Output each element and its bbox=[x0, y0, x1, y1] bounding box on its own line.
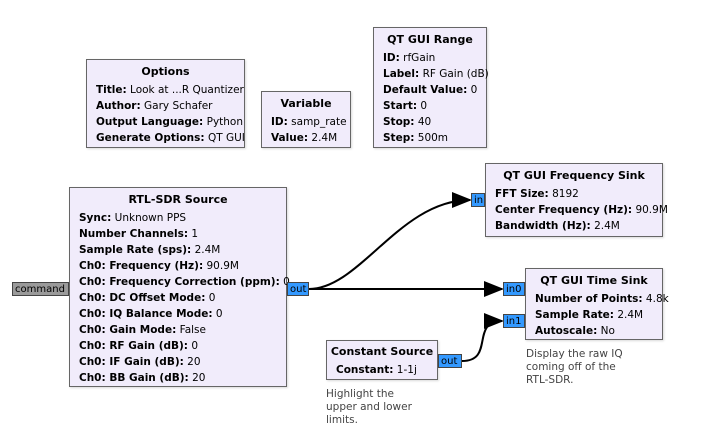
constant-comment: Highlight the upper and lower limits. bbox=[326, 388, 412, 426]
param-row: Generate Options: QT GUI bbox=[96, 132, 245, 144]
freq-sink-params: FFT Size: 8192 Center Frequency (Hz): 90… bbox=[486, 186, 668, 234]
param-row: Ch0: BB Gain (dB): 20 bbox=[79, 372, 206, 384]
param-row: Ch0: Gain Mode: False bbox=[79, 324, 206, 336]
param-row: Sample Rate (sps): 2.4M bbox=[79, 244, 221, 256]
options-block-title: Options bbox=[141, 65, 190, 78]
rtl-block-title: RTL-SDR Source bbox=[128, 193, 228, 206]
param-row: Sample Rate: 2.4M bbox=[535, 309, 644, 321]
rtl-command-port[interactable]: command bbox=[12, 282, 69, 296]
param-row: FFT Size: 8192 bbox=[495, 188, 579, 200]
constant-source-title: Constant Source bbox=[330, 345, 434, 358]
time-sink-comment: Display the raw IQ coming off of the RTL… bbox=[526, 348, 623, 386]
time-sink-params: Number of Points: 4.8k Sample Rate: 2.4M… bbox=[526, 291, 669, 339]
wire-rtl-to-freqsink bbox=[308, 192, 472, 290]
constant-source-params: Constant: 1-1j bbox=[327, 362, 437, 378]
param-row: Sync: Unknown PPS bbox=[79, 212, 187, 224]
qt-gui-time-sink-block[interactable]: QT GUI Time Sink Number of Points: 4.8k … bbox=[525, 268, 669, 340]
constant-out-port[interactable]: out bbox=[438, 354, 462, 368]
time-sink-in0-port[interactable]: in0 bbox=[503, 282, 525, 296]
param-row: Ch0: DC Offset Mode: 0 bbox=[79, 292, 216, 304]
rtl-out-port[interactable]: out bbox=[287, 282, 309, 296]
param-row: Ch0: Frequency Correction (ppm): 0 bbox=[79, 276, 290, 288]
param-row: Default Value: 0 bbox=[383, 84, 478, 96]
param-row: Ch0: IF Gain (dB): 20 bbox=[79, 356, 201, 368]
param-row: Number of Points: 4.8k bbox=[535, 293, 669, 305]
param-row: ID: rfGain bbox=[383, 52, 436, 64]
param-row: Constant: 1-1j bbox=[336, 364, 417, 376]
freq-sink-in-port[interactable]: in bbox=[471, 193, 485, 207]
param-row: Number Channels: 1 bbox=[79, 228, 199, 240]
param-row: Bandwidth (Hz): 2.4M bbox=[495, 220, 620, 232]
param-row: Stop: 40 bbox=[383, 116, 432, 128]
param-row: Center Frequency (Hz): 90.9M bbox=[495, 204, 668, 216]
param-row: Ch0: Frequency (Hz): 90.9M bbox=[79, 260, 239, 272]
param-row: Title: Look at ...R Quantizer bbox=[96, 84, 244, 96]
param-row: ID: samp_rate bbox=[271, 116, 347, 128]
variable-block[interactable]: Variable ID: samp_rate Value: 2.4M bbox=[261, 91, 351, 148]
qt-gui-frequency-sink-block[interactable]: QT GUI Frequency Sink FFT Size: 8192 Cen… bbox=[485, 163, 668, 237]
param-row: Autoscale: No bbox=[535, 325, 615, 337]
param-row: Step: 500m bbox=[383, 132, 449, 144]
param-row: Ch0: RF Gain (dB): 0 bbox=[79, 340, 199, 352]
range-block-params: ID: rfGain Label: RF Gain (dB) Default V… bbox=[374, 50, 489, 146]
variable-block-title: Variable bbox=[280, 97, 332, 110]
wire-constant-to-timesink-in1 bbox=[461, 313, 504, 362]
param-row: Start: 0 bbox=[383, 100, 428, 112]
param-row: Author: Gary Schafer bbox=[96, 100, 213, 112]
qt-gui-range-block[interactable]: QT GUI Range ID: rfGain Label: RF Gain (… bbox=[373, 27, 489, 148]
variable-block-params: ID: samp_rate Value: 2.4M bbox=[262, 114, 350, 146]
time-sink-title: QT GUI Time Sink bbox=[540, 274, 648, 287]
constant-source-block[interactable]: Constant Source Constant: 1-1j bbox=[326, 340, 438, 380]
time-sink-in1-port[interactable]: in1 bbox=[503, 314, 525, 328]
options-block[interactable]: Options Title: Look at ...R Quantizer Au… bbox=[86, 59, 245, 148]
param-row: Label: RF Gain (dB) bbox=[383, 68, 489, 80]
rtl-sdr-source-block[interactable]: RTL-SDR Source Sync: Unknown PPS Number … bbox=[69, 187, 290, 387]
param-row: Ch0: IQ Balance Mode: 0 bbox=[79, 308, 223, 320]
param-row: Value: 2.4M bbox=[271, 132, 338, 144]
options-block-params: Title: Look at ...R Quantizer Author: Ga… bbox=[87, 82, 245, 146]
freq-sink-title: QT GUI Frequency Sink bbox=[503, 169, 645, 182]
range-block-title: QT GUI Range bbox=[387, 33, 473, 46]
rtl-block-params: Sync: Unknown PPS Number Channels: 1 Sam… bbox=[70, 210, 290, 386]
param-row: Output Language: Python bbox=[96, 116, 244, 128]
